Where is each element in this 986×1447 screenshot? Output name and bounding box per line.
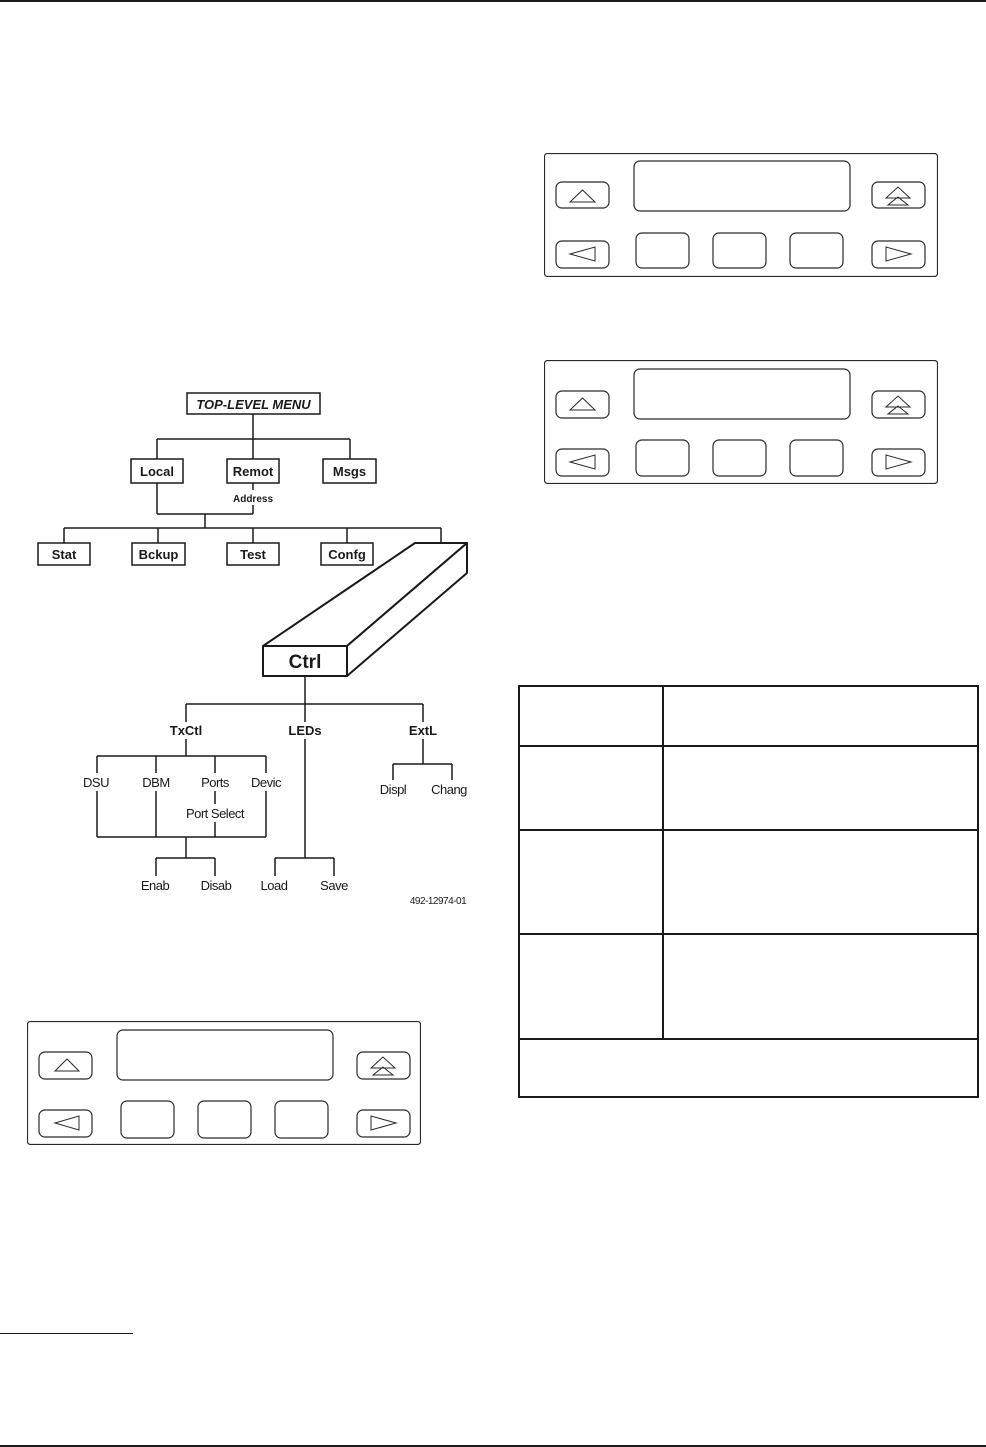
up-arrow-button[interactable] — [555, 181, 610, 209]
tree-label-load: Load — [261, 878, 288, 893]
front-panel-3 — [27, 1021, 421, 1145]
function-key-2[interactable] — [197, 1100, 252, 1139]
top-double-arrow-icon — [884, 186, 912, 199]
tree-label-devic: Devic — [251, 775, 282, 790]
front-panel-2 — [544, 360, 938, 484]
top-double-arrow-icon — [369, 1056, 397, 1069]
right-arrow-button[interactable] — [871, 240, 926, 269]
function-key-1[interactable] — [635, 439, 690, 477]
tree-node-confg — [320, 542, 374, 566]
left-arrow-icon — [568, 246, 596, 262]
tree-label-displ: Displ — [380, 782, 407, 797]
function-key-3[interactable] — [789, 232, 844, 269]
top-button[interactable] — [871, 390, 926, 419]
up-arrow-button[interactable] — [555, 390, 610, 419]
tree-node-top-level-menu — [186, 392, 321, 415]
table-cell-col2 — [664, 831, 977, 933]
left-arrow-icon — [568, 454, 596, 470]
lcd-display — [633, 160, 851, 212]
tree-label-test: Test — [240, 547, 266, 562]
tree-label-extl: ExtL — [409, 723, 437, 738]
function-key-3[interactable] — [274, 1100, 329, 1139]
table-footer-row — [520, 1040, 977, 1096]
figure-id: 492-12974-01 — [410, 896, 467, 907]
right-arrow-button[interactable] — [871, 448, 926, 477]
table-cell-col1 — [520, 747, 662, 829]
tree-node-ctrl-3d — [262, 542, 468, 677]
table-cell-col2 — [664, 935, 977, 1038]
function-key-1[interactable] — [635, 232, 690, 269]
tree-label-ctrl: Ctrl — [289, 652, 322, 673]
left-arrow-button[interactable] — [38, 1109, 93, 1138]
right-arrow-icon — [370, 1115, 398, 1131]
table-row — [520, 831, 977, 935]
menu-tree-diagram: TOP-LEVEL MENU Local Remot Msgs Address … — [37, 392, 468, 907]
table-cell-col1 — [520, 831, 662, 933]
up-arrow-icon — [568, 397, 597, 411]
function-key-1[interactable] — [120, 1100, 175, 1139]
tree-node-local — [130, 458, 184, 484]
function-key-2[interactable] — [712, 439, 767, 477]
tree-label-top-level-menu: TOP-LEVEL MENU — [196, 397, 311, 412]
tree-label-stat: Stat — [52, 547, 77, 562]
up-arrow-icon — [568, 189, 597, 203]
table-cell-col1 — [520, 935, 662, 1038]
up-arrow-button[interactable] — [38, 1051, 93, 1080]
tree-label-chang: Chang — [431, 782, 467, 797]
tree-label-confg: Confg — [328, 547, 366, 562]
table-row — [520, 747, 977, 831]
lcd-display — [633, 368, 851, 420]
tree-label-dsu: DSU — [83, 775, 109, 790]
function-key-2[interactable] — [712, 232, 767, 269]
table-cell-col2 — [664, 687, 977, 745]
lcd-display — [116, 1029, 334, 1081]
tree-node-remot — [226, 458, 280, 484]
left-arrow-button[interactable] — [555, 240, 610, 269]
tree-node-msgs — [322, 458, 377, 484]
top-button[interactable] — [871, 181, 926, 209]
up-arrow-icon — [53, 1058, 81, 1072]
tree-label-local: Local — [140, 464, 174, 479]
tree-node-test — [226, 542, 280, 566]
function-key-3[interactable] — [789, 439, 844, 477]
tree-label-address: Address — [233, 494, 273, 505]
left-arrow-button[interactable] — [555, 448, 610, 477]
tree-label-port-select: Port Select — [186, 806, 245, 821]
front-panel-1 — [544, 153, 938, 277]
table-row — [520, 935, 977, 1040]
right-arrow-icon — [885, 454, 913, 470]
tree-label-enab: Enab — [141, 878, 170, 893]
right-arrow-icon — [885, 246, 913, 262]
left-arrow-icon — [53, 1115, 80, 1131]
footer-rule — [0, 1445, 986, 1447]
top-button[interactable] — [356, 1051, 411, 1080]
top-double-arrow-icon — [884, 395, 912, 408]
tree-label-msgs: Msgs — [333, 464, 366, 479]
header-rule — [0, 0, 986, 2]
reference-table — [518, 685, 979, 1098]
table-cell-col2 — [664, 747, 977, 829]
right-arrow-button[interactable] — [356, 1109, 411, 1138]
tree-label-save: Save — [320, 878, 348, 893]
table-footer-cell — [520, 1040, 977, 1096]
tree-node-stat — [37, 542, 91, 566]
table-row — [520, 687, 977, 747]
tree-label-bckup: Bckup — [139, 547, 179, 562]
tree-label-txctl: TxCtl — [170, 723, 203, 738]
footnote-rule — [0, 1333, 133, 1334]
tree-label-leds: LEDs — [288, 723, 321, 738]
tree-label-disab: Disab — [201, 878, 232, 893]
tree-label-remot: Remot — [233, 464, 274, 479]
tree-node-bckup — [131, 542, 186, 566]
tree-label-ports: Ports — [201, 775, 230, 790]
tree-label-dbm: DBM — [142, 775, 169, 790]
table-cell-col1 — [520, 687, 662, 745]
